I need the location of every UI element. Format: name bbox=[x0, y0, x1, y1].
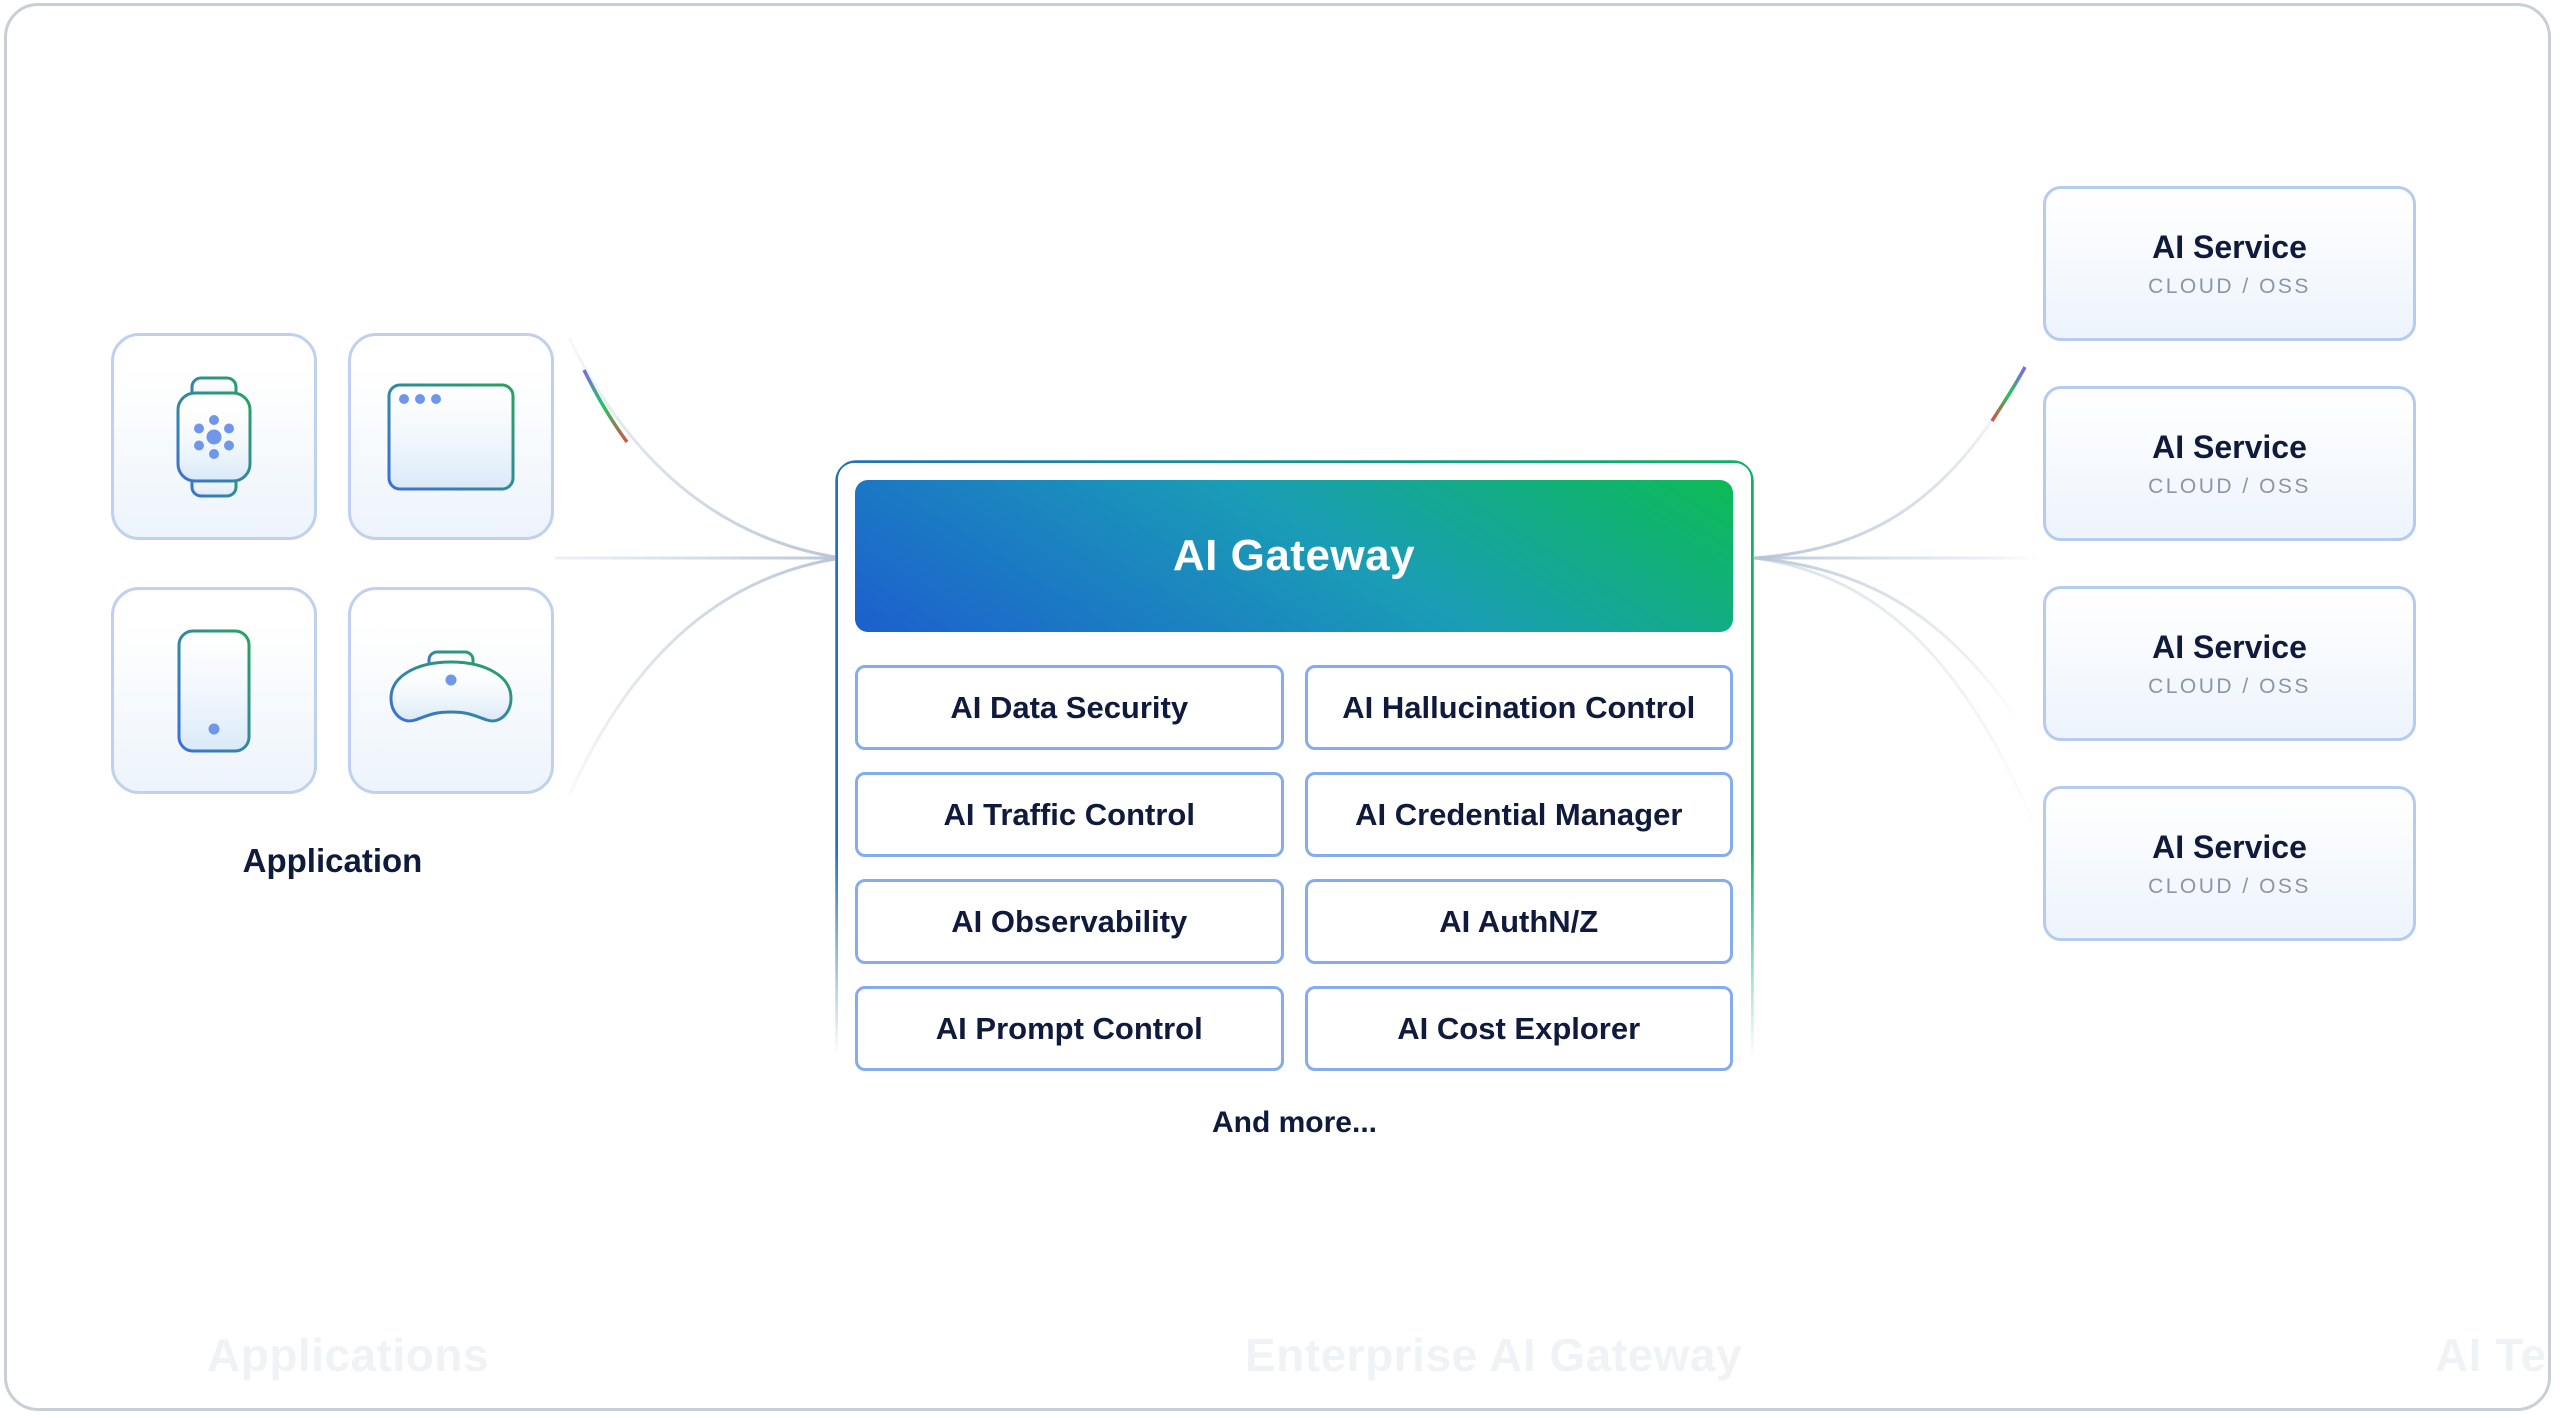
ai-service-box: AI Service CLOUD / OSS bbox=[2043, 786, 2416, 941]
app-device-smartwatch bbox=[111, 333, 317, 540]
ai-service-title: AI Service bbox=[2152, 828, 2307, 865]
ai-gateway-header: AI Gateway bbox=[855, 480, 1733, 632]
feature-ai-observability: AI Observability bbox=[855, 879, 1284, 964]
vr-headset-icon bbox=[389, 650, 513, 722]
gateway-feature-grid: AI Data Security AI Hallucination Contro… bbox=[855, 665, 1733, 1071]
bloom-dots bbox=[194, 414, 234, 459]
ai-service-subtitle: CLOUD / OSS bbox=[2148, 874, 2311, 898]
app-device-phone bbox=[111, 587, 317, 794]
rainbow-accent-left bbox=[582, 369, 629, 444]
diagram-card: Applications Enterprise AI Gateway AI Te… bbox=[4, 3, 2551, 1411]
feature-ai-hallucination-control: AI Hallucination Control bbox=[1304, 665, 1733, 750]
smartwatch-icon bbox=[176, 376, 252, 497]
application-device-grid bbox=[111, 333, 554, 794]
ai-service-box: AI Service CLOUD / OSS bbox=[2043, 586, 2416, 741]
home-button-dot bbox=[208, 723, 220, 734]
feature-ai-authn-z: AI AuthN/Z bbox=[1304, 879, 1733, 964]
ai-service-subtitle: CLOUD / OSS bbox=[2148, 474, 2311, 498]
app-device-headset bbox=[348, 587, 554, 794]
watermark-applications: Applications bbox=[207, 1329, 490, 1381]
ai-service-title: AI Service bbox=[2152, 228, 2307, 265]
smartphone-icon bbox=[177, 629, 251, 752]
window-dots bbox=[399, 393, 441, 404]
watermark-enterprise-ai-gateway: Enterprise AI Gateway bbox=[1245, 1329, 1743, 1381]
ai-gateway-panel: AI Gateway AI Data Security AI Hallucina… bbox=[835, 460, 1754, 1088]
ai-service-subtitle: CLOUD / OSS bbox=[2148, 274, 2311, 298]
application-label: Application bbox=[242, 842, 423, 879]
and-more-label: And more... bbox=[1211, 1106, 1377, 1139]
feature-ai-credential-manager: AI Credential Manager bbox=[1304, 772, 1733, 857]
left-connector-lines bbox=[555, 337, 836, 797]
feature-ai-prompt-control: AI Prompt Control bbox=[855, 986, 1284, 1071]
app-device-browser bbox=[348, 333, 554, 540]
watermark-ai-tec: AI Tec bbox=[2435, 1329, 2548, 1381]
ai-service-subtitle: CLOUD / OSS bbox=[2148, 674, 2311, 698]
ai-service-box: AI Service CLOUD / OSS bbox=[2043, 186, 2416, 341]
gateway-body: AI Gateway AI Data Security AI Hallucina… bbox=[838, 463, 1751, 1085]
ai-service-title: AI Service bbox=[2152, 628, 2307, 665]
ai-services-column: AI Service CLOUD / OSS AI Service CLOUD … bbox=[2043, 186, 2416, 941]
feature-ai-data-security: AI Data Security bbox=[855, 665, 1284, 750]
ai-service-box: AI Service CLOUD / OSS bbox=[2043, 386, 2416, 541]
right-connector-lines bbox=[1754, 333, 2044, 843]
ai-service-title: AI Service bbox=[2152, 428, 2307, 465]
browser-window-icon bbox=[387, 383, 515, 490]
headset-dot bbox=[445, 674, 457, 685]
rainbow-accent-right bbox=[1990, 366, 2027, 422]
feature-ai-traffic-control: AI Traffic Control bbox=[855, 772, 1284, 857]
feature-ai-cost-explorer: AI Cost Explorer bbox=[1304, 986, 1733, 1071]
